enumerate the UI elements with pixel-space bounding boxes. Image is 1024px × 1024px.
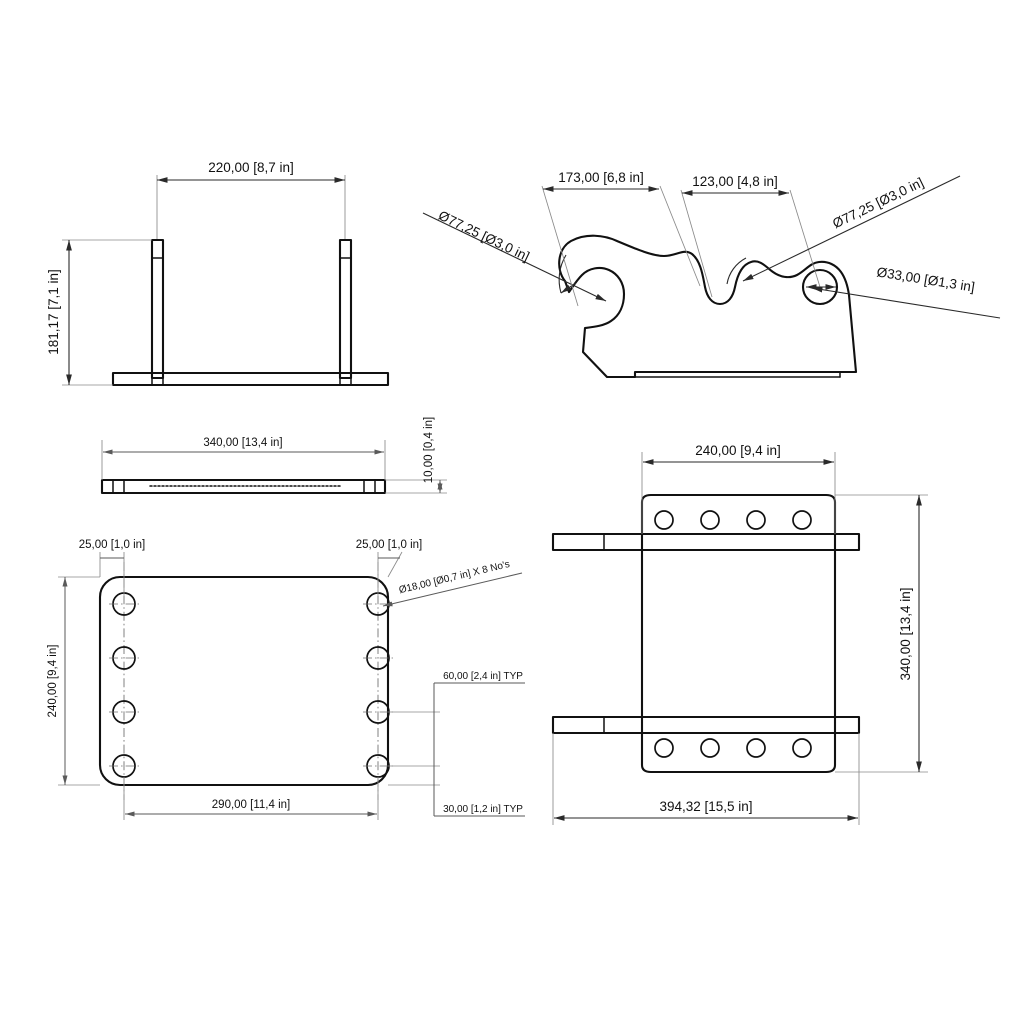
hole <box>700 738 720 758</box>
hole <box>746 510 766 530</box>
dimension-10-thickness-label: 10,00 [0,4 in] <box>423 417 435 484</box>
profile-outline <box>558 234 858 379</box>
dimension-phi77-right-label: Ø77,25 [Ø3,0 in] <box>830 175 926 232</box>
hole <box>700 510 720 530</box>
dimension-340-side: 340,00 [13,4 in] <box>835 494 928 773</box>
dimension-phi77-left-label: Ø77,25 [Ø3,0 in] <box>436 208 532 264</box>
view-front-elevation: 220,00 [8,7 in] 181,17 [7,1 in] <box>46 160 390 387</box>
dimension-290-label: 290,00 [11,4 in] <box>212 799 290 811</box>
lower-flange-hole-group <box>654 738 812 758</box>
dimension-123: 123,00 [4,8 in] <box>680 174 821 298</box>
dimension-181: 181,17 [7,1 in] <box>46 239 152 386</box>
dimension-240-side: 240,00 [9,4 in] <box>641 443 836 534</box>
dimension-340-side-label: 340,00 [13,4 in] <box>898 587 913 680</box>
upright-rib-left <box>150 238 165 380</box>
dimension-25-left: 25,00 [1,0 in] <box>79 539 146 595</box>
dimension-30-typ: 30,00 [1,2 in] TYP <box>388 766 525 817</box>
dimension-25-left-label: 25,00 [1,0 in] <box>79 539 146 551</box>
dimension-394: 394,32 [15,5 in] <box>552 733 860 825</box>
dimension-phi18: Ø18,00 [Ø0,7 in] X 8 No's <box>382 559 523 607</box>
view-base-plate-plan: 25,00 [1,0 in] 25,00 [1,0 in] 240,00 [9,… <box>47 539 525 820</box>
hole <box>363 646 393 670</box>
upper-flange-hole-group <box>654 510 812 530</box>
side-top-base-plate <box>551 532 861 552</box>
dimension-25-right-label: 25,00 [1,0 in] <box>356 539 423 551</box>
front-base-plate <box>111 371 390 387</box>
dimension-340-edge: 340,00 [13,4 in] <box>101 437 386 480</box>
dimension-phi77-right: Ø77,25 [Ø3,0 in] <box>726 175 961 285</box>
dimension-173: 173,00 [6,8 in] <box>541 170 701 307</box>
hole <box>792 510 812 530</box>
view-base-plate-edge: 340,00 [13,4 in] 10,00 [0,4 in] <box>100 417 447 495</box>
hole <box>792 738 812 758</box>
hole <box>746 738 766 758</box>
dimension-220: 220,00 [8,7 in] <box>157 160 345 183</box>
hole <box>109 646 139 670</box>
dimension-240-plan-label: 240,00 [9,4 in] <box>47 645 59 718</box>
dimension-60-typ: 60,00 [2,4 in] TYP <box>388 671 525 767</box>
dimension-60-typ-label: 60,00 [2,4 in] TYP <box>443 671 523 682</box>
lower-flange-plate <box>640 720 837 774</box>
dimension-340-edge-label: 340,00 [13,4 in] <box>203 437 282 449</box>
dimension-240-plan: 240,00 [9,4 in] <box>47 576 100 786</box>
view-profile-plate: Ø77,25 [Ø3,0 in] 173,00 [6,8 in] 123,00 … <box>422 170 1001 379</box>
dimension-phi33: Ø33,00 [Ø1,3 in] <box>806 264 1001 319</box>
dimension-181-label: 181,17 [7,1 in] <box>46 269 61 355</box>
dimension-240-side-label: 240,00 [9,4 in] <box>695 443 781 458</box>
dimension-10-thickness: 10,00 [0,4 in] <box>385 417 447 494</box>
dimension-220-label: 220,00 [8,7 in] <box>208 160 294 175</box>
dimension-30-typ-label: 30,00 [1,2 in] TYP <box>443 804 523 815</box>
hole <box>654 510 674 530</box>
side-bottom-base-plate <box>551 715 861 735</box>
hole <box>109 700 139 724</box>
dimension-123-label: 123,00 [4,8 in] <box>692 174 778 189</box>
dimension-phi33-label: Ø33,00 [Ø1,3 in] <box>876 264 976 294</box>
pin-hole-circle <box>801 268 839 306</box>
dimension-phi18-label: Ø18,00 [Ø0,7 in] X 8 No's <box>398 559 511 596</box>
dimension-25-right: 25,00 [1,0 in] <box>356 539 423 595</box>
dimension-phi77-left: Ø77,25 [Ø3,0 in] <box>422 208 607 302</box>
plan-plate-outline <box>98 575 390 787</box>
view-side-assembly: 240,00 [9,4 in] 340,00 [13,4 in] 394,32 … <box>551 443 928 825</box>
upright-rib-right <box>338 238 353 380</box>
hole <box>654 738 674 758</box>
dimension-290: 290,00 [11,4 in] <box>123 777 379 820</box>
dimension-173-label: 173,00 [6,8 in] <box>558 170 644 185</box>
edge-plate-body <box>100 478 387 495</box>
upper-flange-plate <box>640 493 837 547</box>
dimension-394-label: 394,32 [15,5 in] <box>659 799 752 814</box>
